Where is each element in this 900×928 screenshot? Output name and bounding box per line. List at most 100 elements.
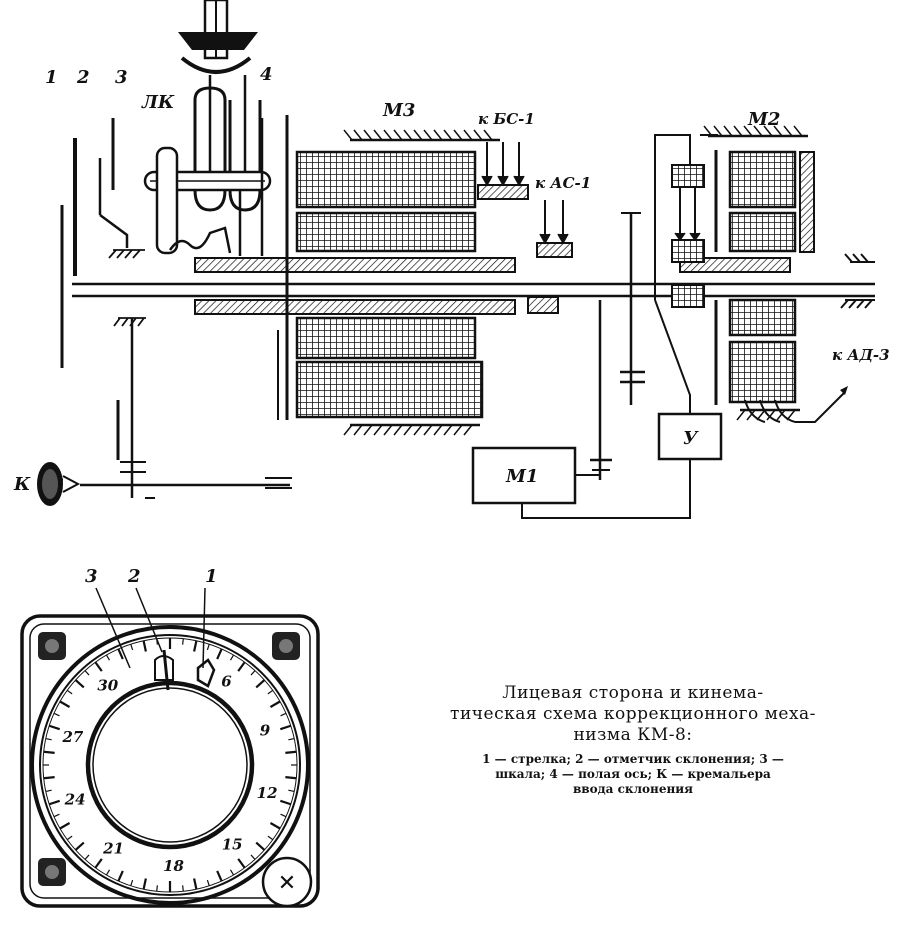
label-2: 2 xyxy=(76,67,90,88)
dial-tick xyxy=(66,689,73,695)
dial-tick xyxy=(285,750,297,754)
dial-tick xyxy=(267,835,274,841)
dial-tick xyxy=(229,869,235,876)
dial-tick xyxy=(48,799,61,806)
dial-tick xyxy=(285,776,297,780)
label-bs1: к БС-1 xyxy=(478,110,535,128)
dial-tick xyxy=(216,870,223,882)
label-lk: ЛК xyxy=(141,92,175,113)
dial-tick xyxy=(237,661,246,672)
dial-number: 18 xyxy=(163,857,184,875)
label-3: 3 xyxy=(115,67,128,88)
dial-tick xyxy=(216,648,223,660)
label-1: 1 xyxy=(45,67,58,88)
dial-tick xyxy=(237,858,246,869)
dial-tick xyxy=(255,679,266,689)
motor-m3 xyxy=(277,115,500,436)
dial-tick xyxy=(255,841,266,851)
dial-tick xyxy=(117,870,124,882)
dial-tick xyxy=(280,712,287,717)
dial-number: 27 xyxy=(61,728,83,746)
dial-tick xyxy=(269,822,281,830)
label-u: У xyxy=(683,428,699,449)
dial-number: 24 xyxy=(64,791,86,809)
dial-tick xyxy=(206,644,210,651)
caption-legend: 1 — стрелка; 2 — отметчик склонения; 3 —… xyxy=(408,752,858,797)
dial-tick xyxy=(193,640,198,652)
label-ad3: к АД-3 xyxy=(832,346,890,364)
dial-tick xyxy=(84,854,90,860)
mount-screw-icon xyxy=(38,632,66,660)
dial-tick xyxy=(279,799,292,806)
dial-tick xyxy=(193,878,198,890)
dial-tick xyxy=(267,689,274,695)
dial-tick xyxy=(130,644,134,651)
dial-tick xyxy=(66,835,73,841)
dial-number: 9 xyxy=(260,721,271,739)
dial-tick xyxy=(142,640,147,652)
knob-k-icon xyxy=(37,462,81,506)
dial-tick xyxy=(279,724,292,731)
hollow-axis xyxy=(194,257,791,315)
mount-screw-icon xyxy=(38,858,66,886)
dial-tick xyxy=(105,654,111,661)
caption-title-line: низма КМ-8: xyxy=(573,725,693,745)
caption-title-line: тическая схема коррекционного меха- xyxy=(450,704,816,724)
dial-tick xyxy=(105,869,111,876)
dial-tick xyxy=(48,724,61,731)
figure-caption: Лицевая сторона и кинема- тическая схема… xyxy=(408,683,858,797)
dial-tick xyxy=(43,776,55,780)
motor-m2 xyxy=(654,125,848,423)
label-m1: М1 xyxy=(505,466,538,487)
dial-number: 30 xyxy=(97,676,118,694)
dial-tick xyxy=(229,654,235,661)
shaft-supports xyxy=(840,253,875,309)
dial-tick xyxy=(130,879,134,886)
brushes-as1 xyxy=(527,200,573,314)
pointer-label-3: 3 xyxy=(85,566,98,587)
dial-tick xyxy=(288,738,295,741)
pointer-label-1: 1 xyxy=(205,566,218,587)
gear-train-middle xyxy=(590,212,645,480)
close-icon: ✕ xyxy=(278,871,296,896)
dial-ticks xyxy=(43,638,297,892)
dial-tick xyxy=(94,858,103,869)
label-k: К xyxy=(13,474,31,495)
dial-number: 6 xyxy=(221,672,232,690)
dial-number: 21 xyxy=(102,840,124,858)
dial-tick xyxy=(250,670,256,676)
dial-tick xyxy=(288,789,295,792)
dial-tick xyxy=(53,712,60,717)
dial-tick xyxy=(250,854,256,860)
caption-title-line: Лицевая сторона и кинема- xyxy=(502,683,764,703)
dial-number: 15 xyxy=(222,836,243,854)
dial-tick xyxy=(269,700,281,708)
label-m2: М2 xyxy=(747,109,780,130)
dial-tick xyxy=(74,841,85,851)
dial-tick xyxy=(182,638,184,645)
dial-tick xyxy=(59,822,71,830)
dial-tick xyxy=(43,750,55,754)
dial-tick xyxy=(117,648,124,660)
dial-tick xyxy=(59,700,71,708)
amplifier-u xyxy=(521,299,723,519)
caption-legend-line: шкала; 4 — полая ось; К — кремальера xyxy=(495,767,771,781)
label-4: 4 xyxy=(260,64,273,85)
dial-tick xyxy=(206,879,210,886)
lk-assembly xyxy=(143,0,272,256)
label-as1: к АС-1 xyxy=(535,174,591,192)
main-shaft xyxy=(72,282,875,298)
pointer-label-2: 2 xyxy=(127,566,141,587)
dial-tick xyxy=(53,813,60,818)
dial-tick xyxy=(45,738,52,741)
caption-legend-line: ввода склонения xyxy=(572,782,694,796)
dial-tick xyxy=(280,813,287,818)
label-m3: М3 xyxy=(382,100,415,121)
mount-screw-icon xyxy=(272,632,300,660)
dial-number: 12 xyxy=(257,784,278,802)
dial-tick xyxy=(182,885,184,892)
dial-tick xyxy=(84,670,90,676)
